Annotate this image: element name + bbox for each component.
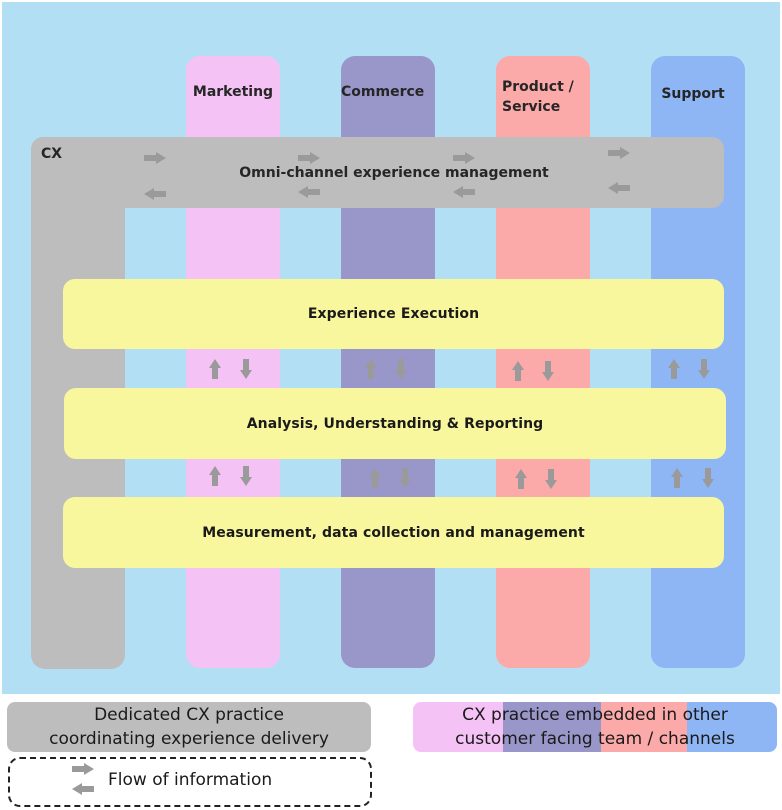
column-label-product-service: Product / Service xyxy=(502,79,574,115)
up-arrow-icon xyxy=(515,469,527,489)
legend-flow: Flow of information xyxy=(8,757,372,807)
down-arrow-icon xyxy=(698,359,710,379)
column-label-marketing: Marketing xyxy=(192,84,274,100)
cx-label: CX xyxy=(41,146,63,162)
down-arrow-icon xyxy=(240,359,252,379)
column-label-support: Support xyxy=(661,86,725,102)
legend-dedicated-cx-label: Dedicated CX practice coordinating exper… xyxy=(49,705,329,749)
band-measurement-data-label: Measurement, data collection and managem… xyxy=(202,524,585,541)
left-arrow-icon xyxy=(72,783,94,795)
left-arrow-icon xyxy=(298,186,320,198)
right-arrow-icon xyxy=(608,147,630,159)
down-arrow-icon xyxy=(395,359,407,379)
down-arrow-icon xyxy=(240,466,252,486)
band-analysis-reporting-label: Analysis, Understanding & Reporting xyxy=(246,415,544,432)
right-arrow-icon xyxy=(453,152,475,164)
legend-dedicated-cx: Dedicated CX practice coordinating exper… xyxy=(7,702,371,752)
right-arrow-icon xyxy=(298,152,320,164)
omni-channel-label: Omni-channel experience management xyxy=(239,165,549,181)
up-arrow-icon xyxy=(209,359,221,379)
band-experience-execution-label: Experience Execution xyxy=(307,306,480,322)
up-arrow-icon xyxy=(365,359,377,379)
left-arrow-icon xyxy=(608,182,630,194)
down-arrow-icon xyxy=(542,361,554,381)
band-analysis-reporting: Analysis, Understanding & Reporting xyxy=(64,388,726,459)
down-arrow-icon xyxy=(399,468,411,488)
band-experience-execution: Experience Execution xyxy=(63,279,724,349)
up-arrow-icon xyxy=(671,468,683,488)
column-label-commerce: Commerce xyxy=(341,84,425,100)
cx-omni-bar xyxy=(31,137,724,208)
right-arrow-icon xyxy=(144,152,166,164)
down-arrow-icon xyxy=(702,468,714,488)
legend-embedded-cx-label: CX practice embedded in other customer f… xyxy=(455,705,735,749)
legend-embedded-cx xyxy=(413,702,777,752)
right-arrow-icon xyxy=(72,763,94,775)
left-arrow-icon xyxy=(453,186,475,198)
legend-flow-label: Flow of information xyxy=(108,770,273,790)
band-measurement-data: Measurement, data collection and managem… xyxy=(63,497,724,568)
up-arrow-icon xyxy=(668,359,680,379)
left-arrow-icon xyxy=(144,188,166,200)
down-arrow-icon xyxy=(545,469,557,489)
legend-embedded-cx-text-wrap: CX practice embedded in other customer f… xyxy=(413,702,777,752)
up-arrow-icon xyxy=(369,468,381,488)
up-arrow-icon xyxy=(512,361,524,381)
up-arrow-icon xyxy=(209,466,221,486)
